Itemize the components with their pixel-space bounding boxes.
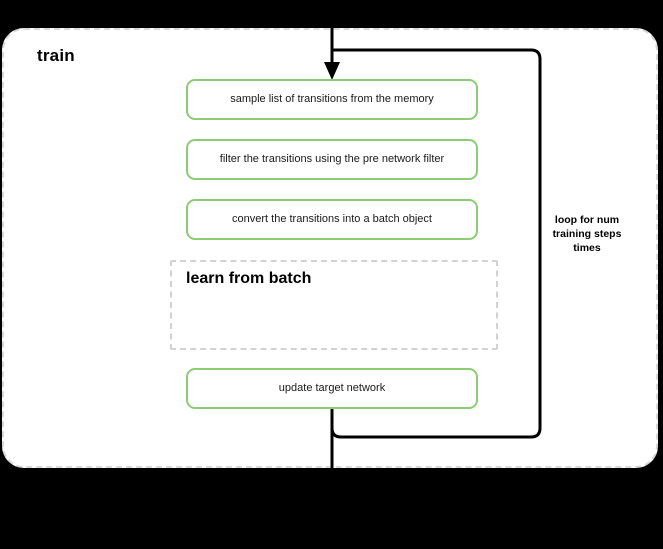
step-box-convert-batch[interactable]: convert the transitions into a batch obj… <box>186 199 478 240</box>
step-label: sample list of transitions from the memo… <box>230 92 434 105</box>
learn-from-batch-block[interactable]: learn from batch <box>170 260 498 350</box>
step-label: filter the transitions using the pre net… <box>219 152 445 165</box>
loop-annotation-label: loop for num training steps times <box>552 214 622 254</box>
step-label: update target network <box>278 381 386 394</box>
step-label: convert the transitions into a batch obj… <box>232 212 432 225</box>
step-box-update-target-network[interactable]: update target network <box>186 368 478 409</box>
train-block-title: train <box>37 46 75 65</box>
step-box-filter-transitions[interactable]: filter the transitions using the pre net… <box>186 139 478 180</box>
learn-from-batch-title: learn from batch <box>186 270 312 287</box>
step-box-sample-transitions[interactable]: sample list of transitions from the memo… <box>186 79 478 120</box>
